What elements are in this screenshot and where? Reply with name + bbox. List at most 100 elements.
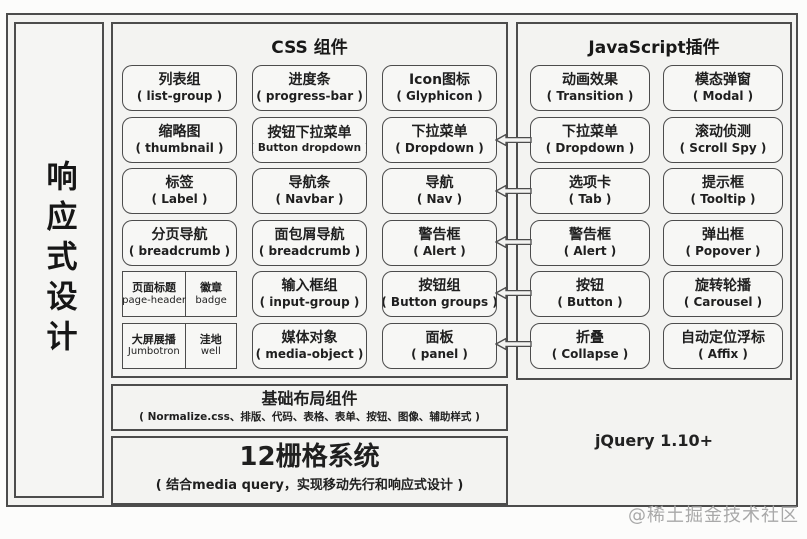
watermark: @稀土掘金技术社区 <box>628 505 799 526</box>
box-label-en: ( thumbnail ) <box>135 140 224 155</box>
box-label-zh: 提示框 <box>702 175 744 192</box>
box-label-en: ( Dropdown ) <box>545 140 635 155</box>
css-cell-page-header: 页面标题 page-header <box>122 272 187 316</box>
js-box-carousel: 旋转轮播 ( Carousel ) <box>663 271 783 317</box>
box-label-en: Jumbotron <box>127 346 180 358</box>
js-section-title: JavaScript插件 <box>588 38 720 58</box>
box-label-en: ( Button dropdown ) <box>252 141 367 154</box>
css-cell-well: 洼地 well <box>186 324 236 368</box>
base-layout-subtitle: ( Normalize.css、排版、代码、表格、表单、按钮、图像、辅助样式 ) <box>139 411 480 424</box>
box-label-en: ( Nav ) <box>416 192 463 207</box>
js-box-affix: 自动定位浮标 ( Affix ) <box>663 322 783 369</box>
box-label-en: ( panel ) <box>411 346 468 361</box>
box-label-en: well <box>200 346 221 358</box>
box-label-en: ( Navbar ) <box>275 192 344 207</box>
grid-system-title: 12栅格系统 <box>239 442 380 472</box>
js-plugins-section: JavaScript插件 动画效果 ( Transition ) 模态弹窗 ( … <box>516 22 792 380</box>
css-components-section: CSS 组件 列表组 ( list-group ) 进度条 ( progress… <box>111 22 508 378</box>
js-box-collapse: 折叠 ( Collapse ) <box>530 322 650 369</box>
box-label-en: ( Transition ) <box>546 89 634 104</box>
box-label-zh: Icon图标 <box>408 72 471 89</box>
left-arrow-icon <box>495 286 532 300</box>
css-box-input-group: 输入框组 ( input-group ) <box>252 271 367 317</box>
box-label-en: ( Carousel ) <box>683 295 763 310</box>
css-box-navbar: 导航条 ( Navbar ) <box>252 168 367 214</box>
box-label-en: ( Label ) <box>151 192 208 207</box>
box-label-en: ( Alert ) <box>563 243 617 258</box>
js-box-transition: 动画效果 ( Transition ) <box>530 65 650 111</box>
jquery-version-note: jQuery 1.10+ <box>594 431 714 450</box>
css-cell-jumbotron: 大屏展播 Jumbotron <box>123 323 186 368</box>
css-section-title: CSS 组件 <box>271 38 348 58</box>
css-box-panel: 面板 ( panel ) <box>382 322 497 369</box>
css-box-pageheader-badge: 页面标题 page-header 徽章 badge <box>122 271 237 317</box>
js-box-tooltip: 提示框 ( Tooltip ) <box>663 168 783 214</box>
box-label-en: ( breadcrumb ) <box>128 243 231 258</box>
box-label-zh: 按钮 <box>576 278 604 295</box>
box-label-zh: 缩略图 <box>158 123 201 140</box>
js-box-scroll-spy: 滚动侦测 ( Scroll Spy ) <box>663 116 783 163</box>
box-label-en: page-header <box>122 294 186 306</box>
left-arrow-icon <box>495 184 532 198</box>
box-label-zh: 导航条 <box>288 175 331 192</box>
left-arrow-icon <box>495 133 532 147</box>
responsive-design-label: 响应式设计 <box>40 160 77 360</box>
box-label-en: ( progress-bar ) <box>256 89 363 104</box>
css-box-media-object: 媒体对象 ( media-object ) <box>252 322 367 369</box>
css-box-alert: 警告框 ( Alert ) <box>382 219 497 266</box>
box-label-en: ( Tooltip ) <box>690 192 756 207</box>
box-label-zh: 洼地 <box>199 332 222 346</box>
box-label-zh: 按钮组 <box>418 278 461 295</box>
box-label-en: ( Dropdown ) <box>395 140 484 155</box>
css-box-list-group: 列表组 ( list-group ) <box>122 65 237 111</box>
box-label-zh: 徽章 <box>200 281 223 295</box>
box-label-zh: 列表组 <box>158 72 201 89</box>
box-label-zh: 滚动侦测 <box>695 123 751 140</box>
js-box-tab: 选项卡 ( Tab ) <box>530 168 650 214</box>
box-label-en: ( Tab ) <box>568 192 612 207</box>
css-components-grid: 列表组 ( list-group ) 进度条 ( progress-bar ) … <box>122 65 497 369</box>
box-label-zh: 选项卡 <box>569 175 611 192</box>
box-label-en: ( input-group ) <box>259 295 360 310</box>
box-label-zh: 按钮下拉菜单 <box>267 124 352 141</box>
box-label-zh: 分页导航 <box>151 226 208 243</box>
left-arrow-icon <box>495 235 532 249</box>
left-arrow-icon <box>495 337 532 351</box>
box-label-en: ( breadcrumb ) <box>258 243 361 258</box>
css-cell-badge: 徽章 badge <box>186 272 236 316</box>
js-box-popover: 弹出框 ( Popover ) <box>663 219 783 266</box>
base-layout-components-box: 基础布局组件 ( Normalize.css、排版、代码、表格、表单、按钮、图像… <box>111 384 508 431</box>
box-label-zh: 弹出框 <box>702 226 744 243</box>
box-label-en: ( Affix ) <box>698 346 748 361</box>
js-plugins-grid: 动画效果 ( Transition ) 模态弹窗 ( Modal ) 下拉菜单 … <box>530 65 783 369</box>
css-box-paging-nav: 分页导航 ( breadcrumb ) <box>122 219 237 266</box>
box-label-zh: 警告框 <box>418 226 461 243</box>
box-label-zh: 进度条 <box>288 72 331 89</box>
box-label-en: ( list-group ) <box>136 89 223 104</box>
box-label-zh: 输入框组 <box>281 278 338 295</box>
base-layout-title: 基础布局组件 <box>261 389 358 408</box>
box-label-en: ( Alert ) <box>413 243 466 258</box>
box-label-en: ( media-object ) <box>255 346 364 361</box>
css-box-label: 标签 ( Label ) <box>122 168 237 214</box>
css-box-button-dropdown: 按钮下拉菜单 ( Button dropdown ) <box>252 116 367 163</box>
css-box-button-groups: 按钮组 ( Button groups ) <box>382 271 497 317</box>
box-label-zh: 标签 <box>165 175 194 192</box>
js-box-button: 按钮 ( Button ) <box>530 271 650 317</box>
box-label-en: ( Modal ) <box>692 89 754 104</box>
box-label-en: ( Button groups ) <box>382 295 497 310</box>
box-label-zh: 面板 <box>425 329 454 346</box>
box-label-zh: 自动定位浮标 <box>681 329 765 346</box>
box-label-zh: 下拉菜单 <box>562 123 618 140</box>
js-box-dropdown: 下拉菜单 ( Dropdown ) <box>530 116 650 163</box>
box-label-zh: 折叠 <box>576 329 604 346</box>
box-label-en: badge <box>195 294 227 306</box>
box-label-en: ( Glyphicon ) <box>396 89 483 104</box>
js-box-modal: 模态弹窗 ( Modal ) <box>663 65 783 111</box>
box-label-en: ( Scroll Spy ) <box>679 140 767 155</box>
box-label-zh: 页面标题 <box>132 281 177 295</box>
box-label-en: ( Popover ) <box>685 243 761 258</box>
css-box-breadcrumb: 面包屑导航 ( breadcrumb ) <box>252 219 367 266</box>
box-label-en: ( Button ) <box>557 295 623 310</box>
